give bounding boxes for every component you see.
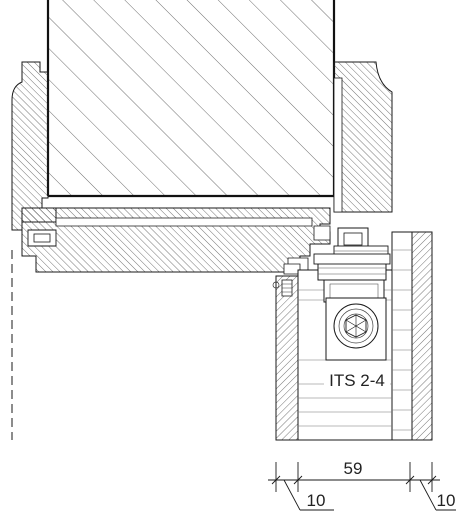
frame-bead-strip <box>55 217 313 227</box>
frame-lower-left <box>275 275 299 441</box>
closer-body <box>317 261 387 361</box>
frame-left-post <box>11 61 57 231</box>
dimension-10-right: 10 <box>437 491 456 510</box>
frame-rebate-inner <box>333 77 343 213</box>
dimension-10-left: 10 <box>307 491 326 510</box>
frame-profile <box>11 61 393 275</box>
hardware-housing: ITS 2-4 <box>272 227 433 441</box>
frame-right-post <box>333 61 393 213</box>
right-notch <box>313 225 331 241</box>
dimension-59: 59 <box>344 459 363 478</box>
hardware-label: ITS 2-4 <box>329 371 385 390</box>
hardware-label-box <box>324 368 390 390</box>
glass-panel <box>46 0 336 198</box>
fixing-screw <box>272 279 293 297</box>
dimension-set <box>268 462 456 511</box>
closer-top-bracket <box>313 227 391 265</box>
left-notch <box>27 229 57 247</box>
frame-lower-right <box>411 231 433 441</box>
